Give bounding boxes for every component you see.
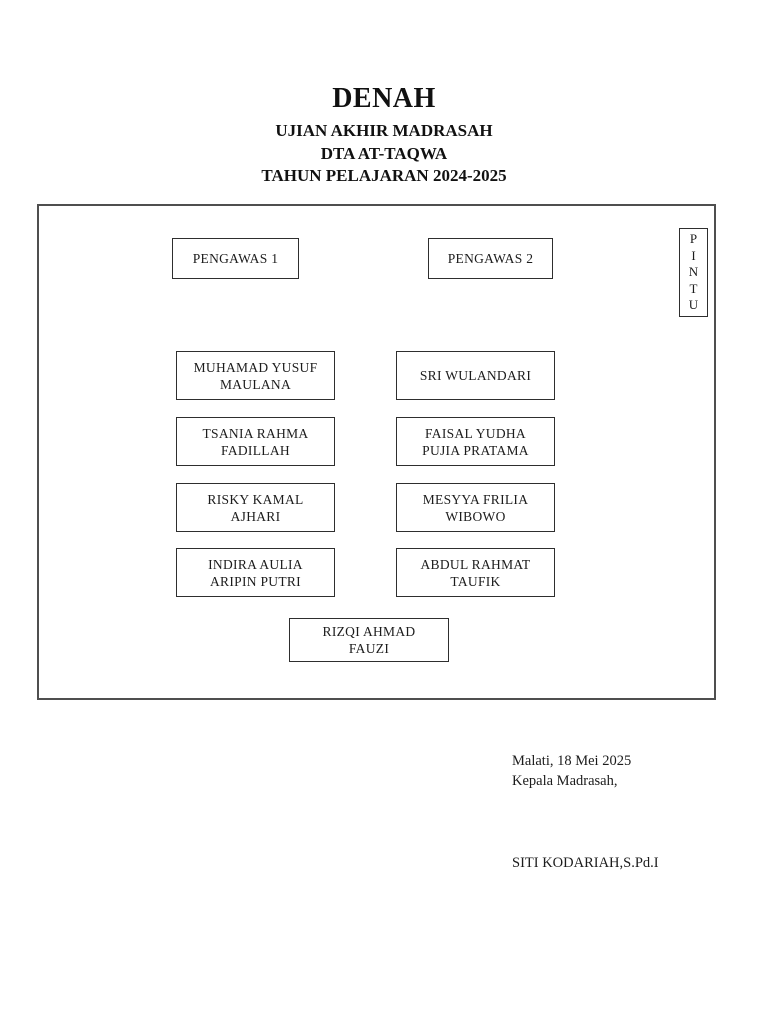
seat-box-center: RIZQI AHMAD FAUZI xyxy=(289,618,449,662)
signature-block: Malati, 18 Mei 2025 Kepala Madrasah, SIT… xyxy=(512,752,659,874)
seat-box: SRI WULANDARI xyxy=(396,351,555,400)
signature-name: SITI KODARIAH,S.Pd.I xyxy=(512,855,659,871)
title-block: DENAH UJIAN AKHIR MADRASAH DTA AT-TAQWA … xyxy=(0,84,768,188)
title-subtitle-2: DTA AT-TAQWA xyxy=(320,143,448,163)
door-box: P I N T U xyxy=(679,228,708,317)
page-title: DENAH xyxy=(332,83,436,114)
seat-box: ABDUL RAHMAT TAUFIK xyxy=(396,548,555,597)
seat-box: TSANIA RAHMA FADILLAH xyxy=(176,417,335,466)
supervisor-1-box: PENGAWAS 1 xyxy=(172,238,299,279)
seat-box: MESYYA FRILIA WIBOWO xyxy=(396,483,555,532)
signature-place-date: Malati, 18 Mei 2025 xyxy=(512,753,632,769)
title-subtitle-3: TAHUN PELAJARAN 2024-2025 xyxy=(261,166,507,185)
supervisor-2-box: PENGAWAS 2 xyxy=(428,238,553,279)
seat-box: INDIRA AULIA ARIPIN PUTRI xyxy=(176,548,335,597)
room-plan-border: PENGAWAS 1 PENGAWAS 2 P I N T U MUHAMAD … xyxy=(37,204,716,700)
seat-box: FAISAL YUDHA PUJIA PRATAMA xyxy=(396,417,555,466)
title-subtitle-1: UJIAN AKHIR MADRASAH xyxy=(275,121,493,140)
signature-role: Kepala Madrasah, xyxy=(512,772,618,789)
seat-box: RISKY KAMAL AJHARI xyxy=(176,483,335,532)
seat-box: MUHAMAD YUSUF MAULANA xyxy=(176,351,335,400)
